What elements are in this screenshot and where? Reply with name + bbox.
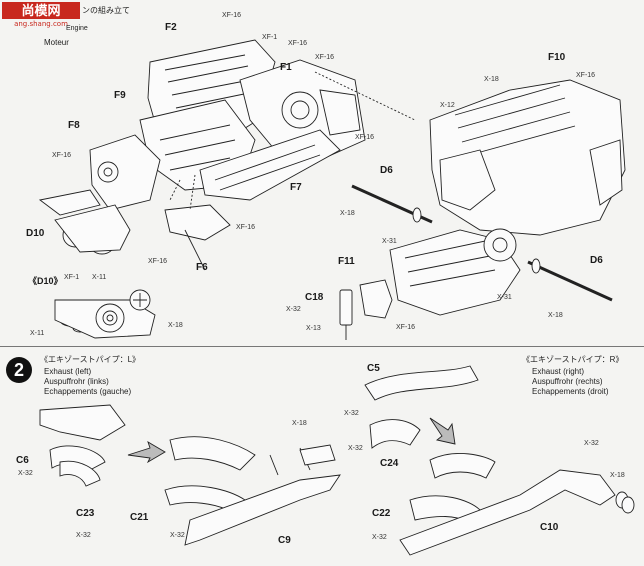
- paint-code: X-32: [18, 470, 33, 477]
- paint-code: XF-16: [315, 54, 335, 61]
- paint-code: X-32: [76, 532, 91, 539]
- detail-label-d10: 《D10》: [28, 276, 63, 286]
- exhaust-c5: [364, 365, 479, 401]
- exhaust-pipe-c10: [399, 469, 616, 556]
- label-c10: C10: [540, 522, 559, 533]
- paint-code: X-18: [484, 76, 499, 83]
- label-f7: F7: [290, 182, 302, 193]
- paint-code: X-32: [344, 410, 359, 417]
- step-number-badge: 2: [6, 357, 32, 383]
- engine-mount-f6: [164, 204, 231, 241]
- paint-code: X-32: [584, 440, 599, 447]
- paint-code: X-18: [292, 420, 307, 427]
- label-c21: C21: [130, 512, 149, 523]
- paint-code: XF-16: [148, 258, 168, 265]
- paint-code: X-32: [372, 534, 387, 541]
- paint-code: X-32: [348, 445, 363, 452]
- label-d6-upper: D6: [380, 165, 393, 176]
- pulley-arm-d10: [38, 189, 101, 216]
- step2-left-jp: 《エキゾーストパイプ：L》: [40, 355, 141, 364]
- paint-code: XF-16: [236, 224, 256, 231]
- site-watermark-logo: 尚模网 ang.shang.com: [2, 2, 80, 28]
- exhaust-c24: [369, 419, 421, 449]
- logo-subtext: ang.shang.com: [14, 20, 68, 28]
- exhaust-c21: [169, 436, 256, 471]
- paint-code: X-18: [548, 312, 563, 319]
- paint-code: XF-16: [222, 12, 242, 19]
- label-d10: D10: [26, 228, 45, 239]
- label-f1: F1: [280, 62, 292, 73]
- label-c24: C24: [380, 458, 399, 469]
- paint-code: X-12: [440, 102, 455, 109]
- label-f2: F2: [165, 22, 177, 33]
- label-f6: F6: [196, 262, 208, 273]
- label-f10: F10: [548, 52, 566, 63]
- step2-left-en: Exhaust (left): [44, 367, 92, 376]
- driveshaft-d6-lower: [527, 260, 613, 302]
- part-f11: [359, 279, 393, 319]
- logo-text: 尚模网: [21, 3, 60, 19]
- paint-code: X-32: [286, 306, 301, 313]
- paint-code: XF-16: [52, 152, 72, 159]
- label-f11: F11: [338, 256, 355, 267]
- paint-code: X-18: [340, 210, 355, 217]
- paint-code: X-18: [610, 472, 625, 479]
- paint-code: X-32: [170, 532, 185, 539]
- label-c18: C18: [305, 292, 324, 303]
- step2-right-de: Auspuffrohr (rechts): [532, 377, 603, 386]
- paint-code: XF-16: [288, 40, 308, 47]
- exhaust-pipe-c9: [184, 474, 341, 546]
- paint-code: XF-1: [64, 274, 80, 281]
- paint-code: XF-16: [396, 324, 416, 331]
- label-c6: C6: [16, 455, 29, 466]
- engine-side-f7: [199, 129, 341, 201]
- label-f9: F9: [114, 90, 126, 101]
- step1-title-en: Engine: [66, 25, 88, 32]
- paint-code: X-31: [382, 238, 397, 245]
- paint-code: X-31: [497, 294, 512, 301]
- step1-title-fr: Moteur: [44, 38, 69, 47]
- paint-code: X-18: [168, 322, 183, 329]
- label-c5: C5: [367, 363, 380, 374]
- paint-code: XF-1: [262, 34, 278, 41]
- label-c23: C23: [76, 508, 95, 519]
- step2-right-jp: 《エキゾーストパイプ：R》: [522, 355, 624, 364]
- exhaust-c6: [39, 404, 126, 441]
- step2-left-fr: Echappements (gauche): [44, 387, 132, 396]
- paint-code: XF-16: [576, 72, 596, 79]
- exhaust-c23: [59, 460, 101, 487]
- step2-right-fr: Echappements (droit): [532, 387, 609, 396]
- label-c22: C22: [372, 508, 391, 519]
- step2-left-de: Auspuffrohr (links): [44, 377, 109, 386]
- section-divider: [0, 346, 644, 347]
- label-c9: C9: [278, 535, 291, 546]
- label-d6-lower: D6: [590, 255, 603, 266]
- label-f8: F8: [68, 120, 80, 131]
- paint-code: X-11: [92, 274, 107, 281]
- paint-code: X-13: [306, 325, 321, 332]
- step1-title-jp: ンの組み立て: [82, 6, 130, 15]
- engine-bracket-f8: [89, 134, 161, 211]
- paint-code: XF-16: [355, 134, 375, 141]
- step2-right-en: Exhaust (right): [532, 367, 585, 376]
- paint-code: X-11: [30, 330, 45, 337]
